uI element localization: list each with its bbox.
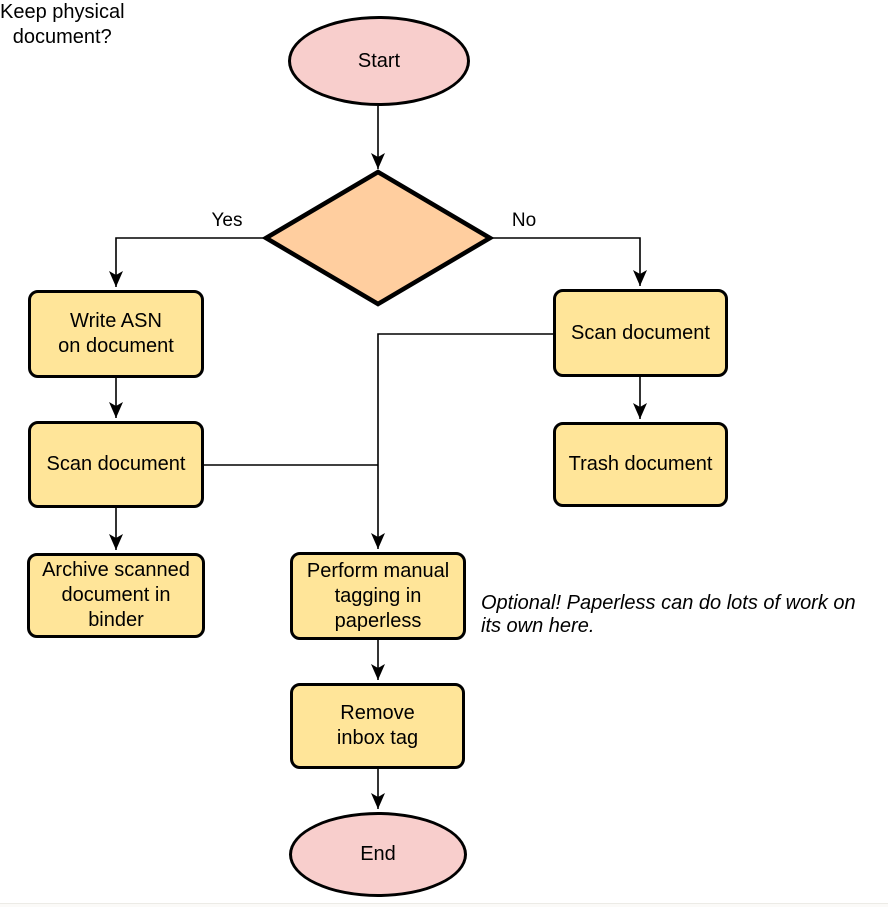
edge-label-no: No <box>511 210 537 231</box>
node-write-asn-label: Write ASN on document <box>58 310 174 357</box>
node-start-label: Start <box>357 49 401 72</box>
node-end: End <box>289 812 467 897</box>
node-archive-in-binder: Archive scanned document in binder <box>27 553 205 638</box>
node-manual-tagging: Perform manual tagging in paperless <box>290 552 466 640</box>
node-scan-document-right: Scan document <box>553 289 728 377</box>
node-start: Start <box>288 16 470 106</box>
node-remove-inbox-tag: Remove inbox tag <box>290 683 465 769</box>
edge-decision-no-to-scan-right <box>490 237 647 286</box>
edge-scan-right-to-tagging <box>371 333 553 549</box>
edge-decision-yes-to-write-asn <box>109 237 266 287</box>
node-scan-document-left-label: Scan document <box>46 453 186 475</box>
node-end-label: End <box>360 843 396 865</box>
node-trash-document: Trash document <box>553 422 728 507</box>
node-archive-in-binder-label: Archive scanned document in binder <box>42 559 190 631</box>
node-scan-document-left: Scan document <box>28 421 204 508</box>
page-bottom-divider <box>0 903 888 907</box>
node-scan-document-right-label: Scan document <box>571 321 710 344</box>
node-decision-label: Keep physical document? <box>0 1 125 48</box>
edge-label-yes: Yes <box>211 210 243 231</box>
node-write-asn: Write ASN on document <box>28 290 204 378</box>
node-remove-inbox-tag-label: Remove inbox tag <box>336 702 419 749</box>
node-manual-tagging-label: Perform manual tagging in paperless <box>306 559 450 632</box>
annotation-note: Optional! Paperless can do lots of work … <box>481 592 856 637</box>
node-trash-document-label: Trash document <box>568 453 713 475</box>
decision-diamond-shape <box>261 169 495 307</box>
